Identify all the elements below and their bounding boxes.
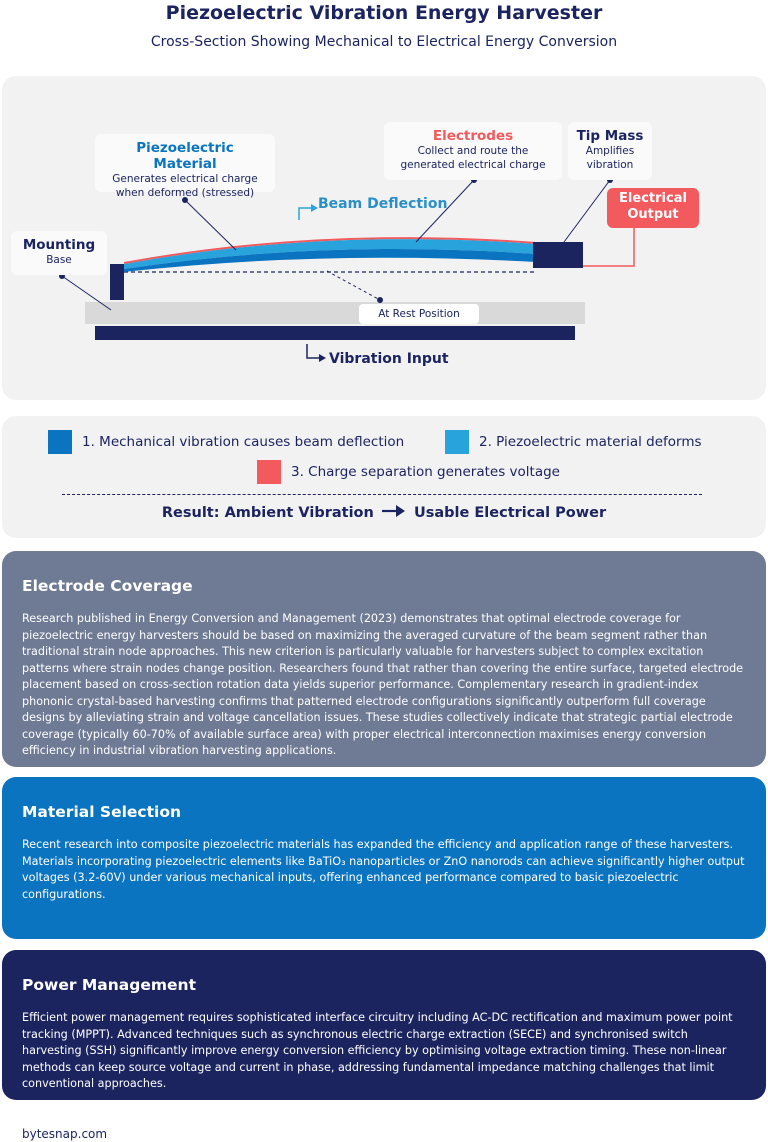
legend-item-3: 3. Charge separation generates voltage <box>257 460 560 484</box>
electrode-coverage-title: Electrode Coverage <box>22 577 193 595</box>
power-management-title: Power Management <box>22 976 196 994</box>
power-management-text: Efficient power management requires soph… <box>22 1011 733 1090</box>
legend-label-1: 1. Mechanical vibration causes beam defl… <box>82 434 405 450</box>
piezo-title: Piezoelectric Material <box>136 140 234 172</box>
mount-block <box>110 264 124 300</box>
mounting-callout: Mounting Base <box>11 231 107 275</box>
mounting-desc: Base <box>46 254 72 266</box>
material-selection-section: Material Selection Recent research into … <box>2 777 766 939</box>
vibration-input-label: Vibration Input <box>329 351 449 367</box>
power-management-section: Power Management Efficient power managem… <box>2 950 766 1100</box>
electrical-output-box: Electrical Output <box>607 188 699 228</box>
electrodes-desc-1: Collect and route the <box>417 145 529 157</box>
result-right: Usable Electrical Power <box>413 505 607 521</box>
electrodes-callout: Electrodes Collect and route the generat… <box>384 122 562 180</box>
electrode-coverage-section: Electrode Coverage Research published in… <box>2 551 766 767</box>
piezo-callout: Piezoelectric Material Generates electri… <box>95 134 275 199</box>
rest-leader <box>326 270 381 301</box>
legend-swatch-2 <box>445 430 469 454</box>
vibration-arrow <box>306 344 320 359</box>
electrode-layer <box>124 237 536 264</box>
diagram-panel: Mounting Base Piezoelectric Material Gen… <box>2 76 766 400</box>
rest-position-label: At Rest Position <box>359 304 479 324</box>
electrodes-title: Electrodes <box>432 128 514 144</box>
tipmass-desc-2: vibration <box>586 159 634 171</box>
beam-deflection-label: Beam Deflection <box>318 196 448 212</box>
electrodes-leader <box>415 179 475 243</box>
piezo-leader-dot <box>182 197 188 203</box>
piezo-desc-1: Generates electrical charge <box>112 173 258 185</box>
deflection-arrow-head <box>311 204 318 212</box>
piezo-layer <box>124 239 536 269</box>
footer-site-link[interactable]: bytesnap.com <box>22 1127 108 1141</box>
output-line-1: Electrical <box>619 191 687 206</box>
result-left: Result: Ambient Vibration <box>161 505 374 521</box>
tip-mass <box>533 242 583 268</box>
rest-leader-dot <box>377 297 383 303</box>
base-plate <box>85 302 585 324</box>
legend-divider <box>62 494 702 495</box>
legend-item-1: 1. Mechanical vibration causes beam defl… <box>48 430 404 454</box>
legend-panel: 1. Mechanical vibration causes beam defl… <box>2 416 766 538</box>
piezo-leader <box>184 199 237 251</box>
mounting-leader <box>61 275 112 311</box>
output-line-2: Output <box>627 207 679 222</box>
vibration-bar <box>95 326 575 340</box>
tipmass-title: Tip Mass <box>576 128 644 144</box>
legend-label-2: 2. Piezoelectric material deforms <box>479 434 702 450</box>
tipmass-leader <box>563 179 611 243</box>
legend-label-3: 3. Charge separation generates voltage <box>291 464 560 480</box>
substrate-layer <box>124 249 536 272</box>
electrode-coverage-text: Research published in Energy Conversion … <box>22 612 744 757</box>
material-selection-title: Material Selection <box>22 803 182 821</box>
tipmass-desc-1: Amplifies <box>585 145 635 157</box>
legend-swatch-3 <box>257 460 281 484</box>
mounting-title: Mounting <box>22 237 96 253</box>
legend-item-2: 2. Piezoelectric material deforms <box>445 430 702 454</box>
deflection-arrow <box>298 207 312 220</box>
output-wire <box>583 224 635 267</box>
material-selection-text: Recent research into composite piezoelec… <box>22 838 745 901</box>
result-line: Result: Ambient Vibration Usable Electri… <box>2 504 766 521</box>
vibration-arrow-head <box>319 354 326 362</box>
page-subtitle: Cross-Section Showing Mechanical to Elec… <box>150 34 618 50</box>
piezo-desc-2: when deformed (stressed) <box>115 187 255 199</box>
tipmass-callout: Tip Mass Amplifies vibration <box>568 122 652 180</box>
legend-swatch-1 <box>48 430 72 454</box>
arrow-right-icon <box>381 505 405 517</box>
page-title: Piezoelectric Vibration Energy Harvester <box>165 2 603 24</box>
electrodes-desc-2: generated electrical charge <box>400 159 546 171</box>
